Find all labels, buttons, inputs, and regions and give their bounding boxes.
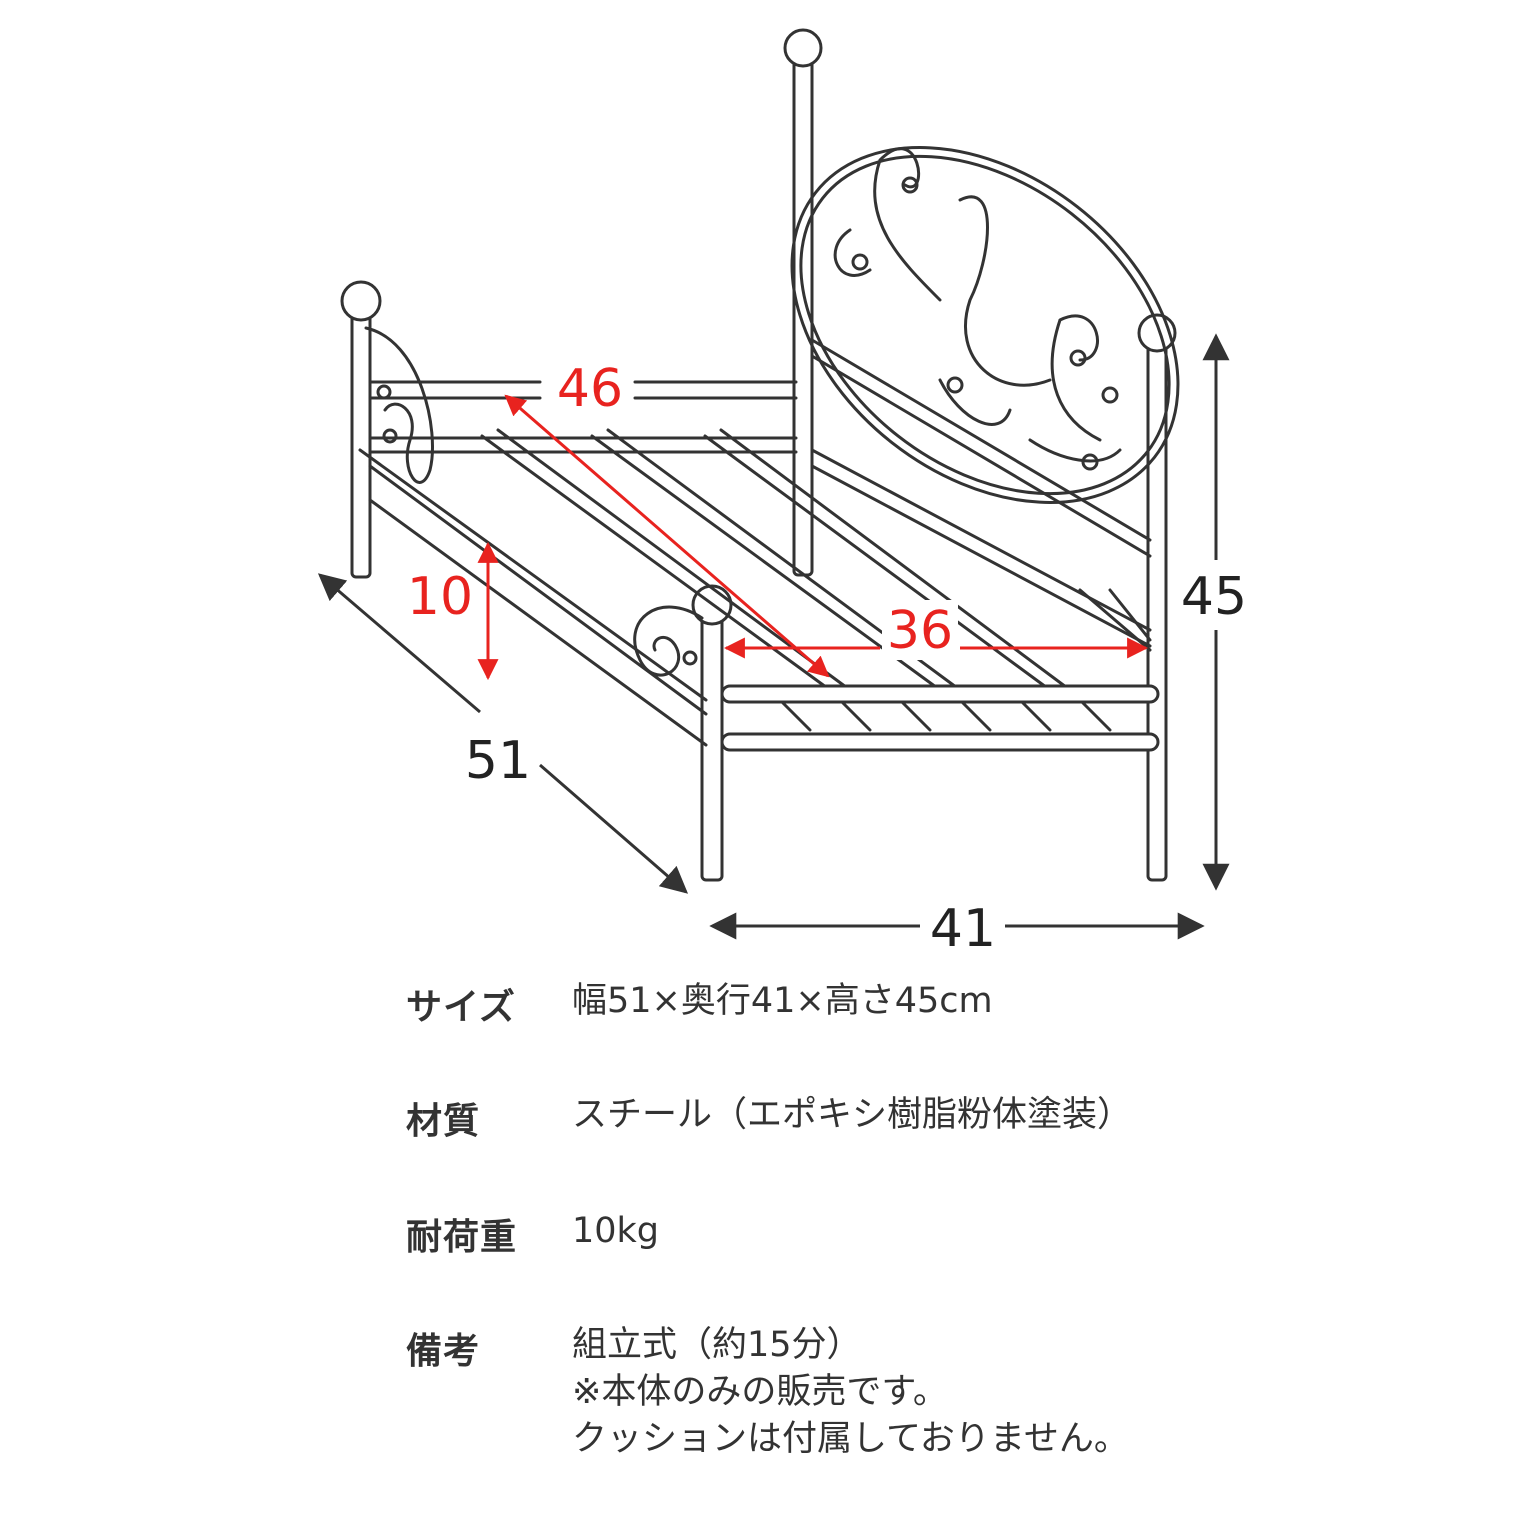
- spec-value: 幅51×奥行41×高さ45cm: [572, 978, 993, 1030]
- headboard-bead: [1101, 386, 1119, 404]
- headboard-bead: [1081, 453, 1099, 471]
- spec-label: 材質: [406, 1101, 481, 1142]
- pet-bed-diagram: 46 36 10 51 41 45: [317, 28, 1247, 959]
- spec-value: 10kg: [572, 1208, 659, 1260]
- spec-row-size: サイズ 幅51×奥行41×高さ45cm: [406, 978, 993, 1030]
- rail-front-top: [720, 684, 1160, 704]
- footboard-bead: [682, 650, 698, 666]
- footboard-scroll-back: [364, 326, 434, 484]
- footboard-bead: [382, 428, 398, 444]
- dim-label-inner-length: 46: [557, 359, 623, 419]
- rail-front-bottom: [720, 732, 1160, 752]
- dim-label-height: 45: [1181, 567, 1247, 627]
- headboard-scrollwork: [833, 147, 1122, 463]
- spec-row-material: 材質 スチール（エポキシ樹脂粉体塗装）: [406, 1092, 1132, 1144]
- dim-line-51-bottom: [539, 763, 689, 894]
- headboard-bead: [851, 253, 869, 271]
- post-front-left: [700, 613, 724, 882]
- spec-value-line: クッションは付属しておりません。: [572, 1419, 1129, 1459]
- rail-right-side: [810, 338, 1152, 648]
- headboard-oval: [790, 146, 1180, 504]
- spec-value-line: ※本体のみの販売です。: [572, 1372, 948, 1412]
- headboard-bead: [1069, 349, 1087, 367]
- spec-value: スチール（エポキシ樹脂粉体塗装）: [572, 1092, 1132, 1144]
- dim-label-leg-height: 10: [407, 567, 473, 627]
- dim-label-depth: 41: [930, 899, 996, 959]
- rail-back-top: [368, 380, 798, 400]
- headboard-bead: [946, 376, 964, 394]
- finial-back-left: [340, 280, 382, 322]
- spec-row-load: 耐荷重 10kg: [406, 1208, 659, 1260]
- dimension-lines: [317, 333, 1230, 940]
- spec-value-line: 幅51×奥行41×高さ45cm: [572, 981, 993, 1021]
- spec-value-line: スチール（エポキシ樹脂粉体塗装）: [572, 1095, 1133, 1135]
- bed-frame: [340, 28, 1180, 882]
- dim-label-width: 51: [465, 731, 531, 791]
- spec-value-line: 組立式（約15分）: [572, 1325, 862, 1365]
- dim-line-46: [504, 394, 830, 678]
- finial-back-right: [783, 28, 823, 68]
- spec-label: 備考: [406, 1331, 481, 1372]
- spec-value: 組立式（約15分） ※本体のみの販売です。 クッションは付属しておりません。: [572, 1322, 1129, 1463]
- spec-label: 耐荷重: [406, 1217, 518, 1258]
- headboard-oval-inner: [799, 154, 1171, 496]
- spec-row-notes: 備考 組立式（約15分） ※本体のみの販売です。 クッションは付属しておりません…: [406, 1322, 1129, 1463]
- headboard-bead: [901, 176, 919, 194]
- spec-label: サイズ: [406, 987, 516, 1028]
- dim-line-51-top: [317, 573, 481, 714]
- post-back-left: [350, 310, 372, 579]
- spec-value-line: 10kg: [572, 1211, 660, 1251]
- dim-label-inner-width: 36: [887, 601, 953, 661]
- footboard-bead: [376, 384, 392, 400]
- inner-dimension-lines: [477, 394, 1149, 681]
